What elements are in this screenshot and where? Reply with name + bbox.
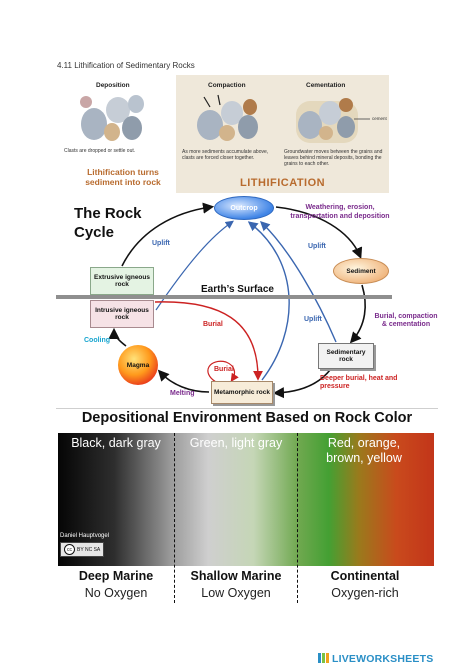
cc-icon: cc: [64, 544, 75, 555]
zone-colors-deep: Black, dark gray: [71, 436, 161, 450]
arrow-outcrop-to-sediment: [275, 206, 363, 259]
zone-name-deep: Deep Marine: [78, 569, 154, 583]
arrow-burial-loop: [207, 360, 239, 383]
license-text: BY NC SA: [77, 546, 101, 553]
extrusive-igneous-node: Extrusive igneous rock: [90, 267, 154, 295]
deposition-clasts-illustration: [80, 95, 144, 141]
depositional-title: Depositional Environment Based on Rock C…: [81, 410, 413, 426]
compaction-title: Compaction: [208, 82, 246, 89]
section-divider: [56, 408, 438, 409]
melting-label: Melting: [170, 390, 195, 397]
arrow-uplift-sedrock: [259, 221, 337, 343]
sedimentary-rock-node: Sedimentary rock: [318, 343, 374, 369]
arrow-metamorphic-to-magma: [157, 369, 210, 393]
zone-colors-continental: Red, orange, brown, yellow: [326, 436, 402, 465]
lithification-deposition-panel: Deposition Clasts are dropped or settle …: [56, 75, 172, 193]
burial-compaction-label: Burial, compaction & cementation: [374, 313, 438, 328]
cementation-title: Cementation: [306, 82, 346, 89]
lithification-banner: LITHIFICATION: [240, 177, 326, 189]
license-badge: cc BY NC SA: [60, 542, 105, 557]
credit-text: Daniel Hauptvogel: [60, 533, 110, 539]
cement-label: cement: [372, 116, 387, 121]
compaction-caption: As more sediments accumulate above, clas…: [182, 149, 269, 161]
sediment-node: Sediment: [333, 258, 389, 284]
lithification-note: Lithification turns sediment into rock: [85, 167, 161, 187]
zone-name-shallow: Shallow Marine: [190, 569, 282, 583]
uplift-right-label: Uplift: [308, 243, 326, 250]
burial-meta-label: Burial: [214, 366, 234, 373]
zone-oxygen-continental: Oxygen-rich: [331, 586, 399, 600]
uplift-left-label: Uplift: [152, 240, 170, 247]
weathering-label: Weathering, erosion, transportation and …: [290, 204, 390, 220]
deeper-burial-label: Deeper burial, heat and pressure: [320, 375, 398, 390]
lithification-compaction-cementation-panel: Compaction As more sediments accumulate …: [176, 75, 389, 193]
zone-name-continental: Continental: [330, 569, 400, 583]
rock-cycle-title-line1: The Rock: [74, 205, 142, 222]
zone-divider-2: [297, 433, 298, 603]
earth-surface-line: [56, 295, 392, 299]
compaction-clasts-illustration: [197, 94, 258, 141]
outcrop-node: Outcrop: [214, 196, 274, 220]
intrusive-igneous-node: Intrusive igneous rock: [90, 300, 154, 328]
cementation-clasts-illustration: [296, 98, 370, 143]
rock-cycle-title-line2: Cycle: [74, 224, 115, 241]
brand-logo: LIVEWORKSHEETS: [332, 653, 434, 665]
arrow-sedrock-to-metamorphic: [272, 369, 331, 399]
cooling-label: Cooling: [84, 337, 111, 344]
burial-label: Burial: [203, 321, 223, 328]
earth-surface-label: Earth’s Surface: [201, 284, 274, 295]
liveworksheets-logo-icon: [318, 653, 330, 663]
arrow-sediment-to-sedrock: [349, 284, 366, 344]
cementation-caption: Groundwater moves between the grains and…: [284, 149, 383, 167]
arrow-magma-to-intrusive: [108, 327, 127, 347]
zone-oxygen-shallow: Low Oxygen: [201, 586, 271, 600]
zone-divider-1: [174, 433, 175, 603]
metamorphic-rock-node: Metamorphic rock: [211, 381, 273, 404]
magma-node: Magma: [118, 345, 158, 385]
arrow-extrusive-to-outcrop: [121, 202, 215, 267]
zone-oxygen-deep: No Oxygen: [84, 586, 148, 600]
arrow-burial-intrusive: [154, 301, 263, 381]
document-title: 4.11 Lithification of Sedimentary Rocks: [57, 61, 195, 70]
uplift-center-label: Uplift: [304, 316, 322, 323]
zone-colors-shallow: Green, light gray: [189, 436, 283, 450]
rock-color-gradient: [58, 433, 434, 566]
deposition-title: Deposition: [96, 82, 130, 89]
deposition-caption: Clasts are dropped or settle out.: [64, 148, 136, 154]
